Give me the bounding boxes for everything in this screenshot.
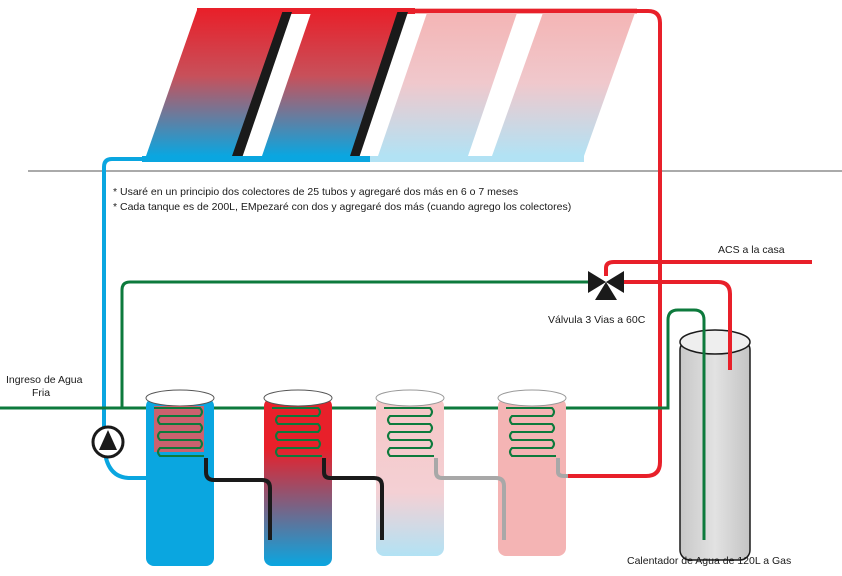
- heat-exchanger-coil-2: [272, 407, 322, 457]
- three-way-valve-icon: [588, 271, 624, 300]
- collector-manifold-cold-faded: [370, 156, 584, 162]
- tank-link-4-out: [556, 458, 568, 478]
- inlet-label-line1: Ingreso de Agua: [6, 374, 83, 386]
- collector-manifold-cold: [142, 156, 370, 162]
- note-tanks: * Cada tanque es de 200L, EMpezaré con d…: [113, 201, 572, 213]
- pump-icon: [91, 425, 125, 459]
- collector-header-hot: [197, 8, 415, 14]
- note-collectors: * Usaré en un principio dos colectores d…: [113, 186, 519, 198]
- heat-exchanger-coil-1: [154, 407, 204, 457]
- acs-label: ACS a la casa: [718, 244, 785, 256]
- heat-exchanger-coil-3: [384, 407, 434, 457]
- tank-link-2-3: [322, 458, 384, 540]
- tank-link-3-4: [434, 458, 506, 540]
- green-loop-pipe: [120, 280, 588, 408]
- solar-collectors: [142, 8, 637, 162]
- valve-to-heater-pipe: [622, 280, 732, 370]
- solar-collector-2: [262, 10, 408, 158]
- hot-pipe-return: [415, 9, 662, 478]
- heater-green-pipe: [660, 308, 706, 540]
- inlet-label-line2: Fria: [32, 387, 51, 399]
- solar-collector-4: [492, 10, 636, 156]
- tank-link-1-2: [204, 458, 272, 540]
- storage-tank-4: [497, 389, 567, 556]
- acs-pipe: [604, 260, 812, 276]
- storage-tank-3: [375, 389, 445, 556]
- heat-exchanger-coil-4: [506, 407, 556, 457]
- heater-label: Calentador de Agua de 120L a Gas: [627, 555, 792, 567]
- solar-collector-3: [378, 10, 518, 156]
- valve-label: Válvula 3 Vias a 60C: [548, 314, 646, 326]
- gas-water-heater: [679, 329, 751, 561]
- solar-collector-1: [146, 10, 292, 158]
